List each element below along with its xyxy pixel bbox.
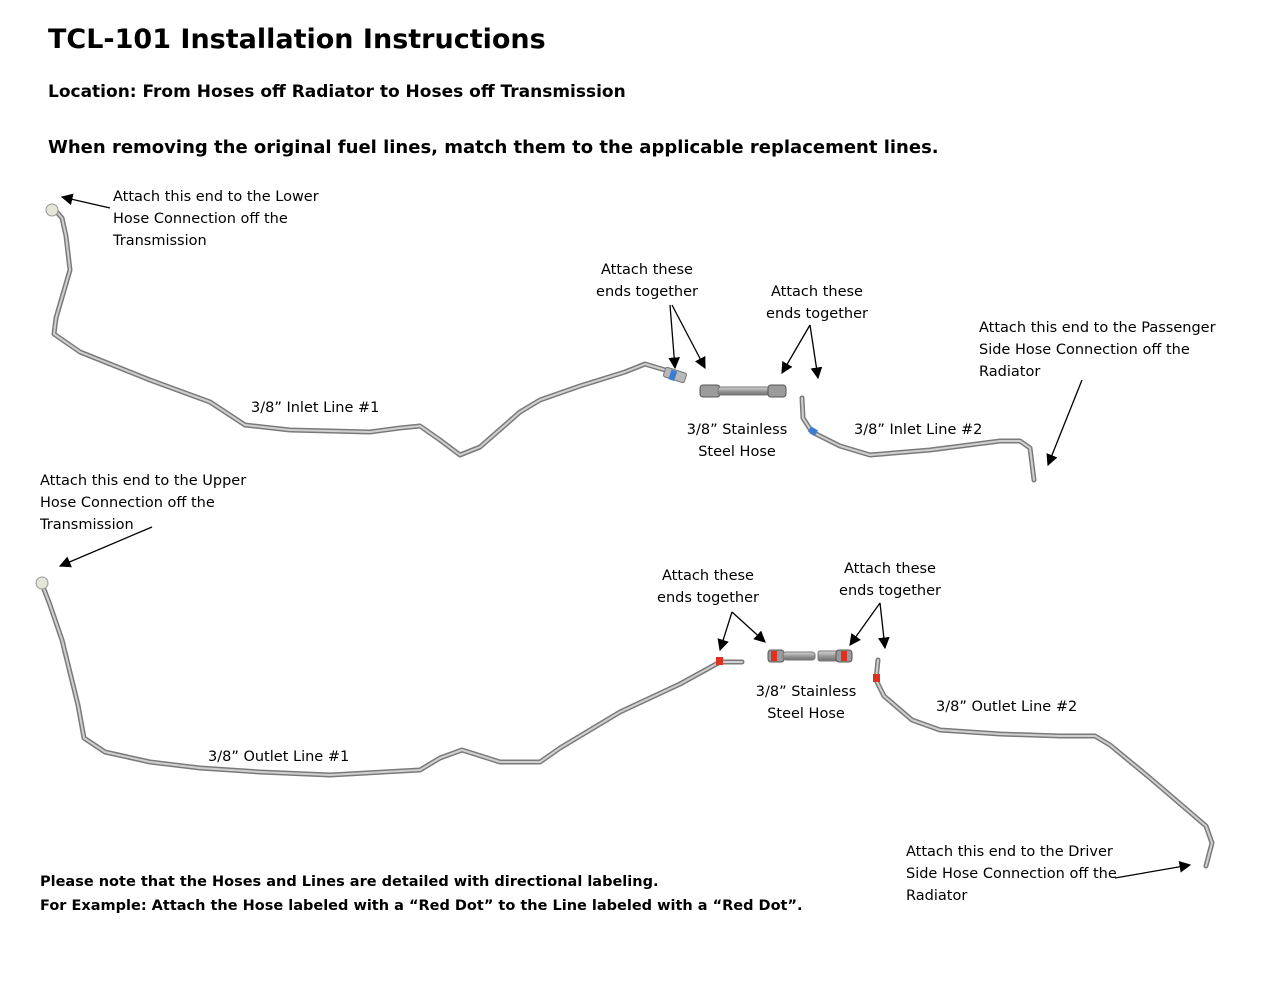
label-outlet-line-1: 3/8” Outlet Line #1	[208, 749, 350, 765]
label-inlet-line-2: 3/8” Inlet Line #2	[854, 422, 983, 438]
arrow-together-right-a	[781, 324, 811, 375]
arrow-together-right-d	[878, 602, 890, 650]
callout-attach-together-4: Attach these ends together	[839, 561, 941, 599]
note-line-2: For Example: Attach the Hose labeled wit…	[40, 898, 803, 914]
arrow-together-left-b	[671, 304, 706, 370]
outlet-line-1-marker	[716, 657, 723, 665]
outlet-line-2-tube	[873, 657, 1215, 869]
label-outlet-stainless-hose: 3/8” Stainless Steel Hose	[755, 684, 857, 722]
arrow-lower-transmission	[60, 193, 111, 209]
label-inlet-stainless-hose: 3/8” Stainless Steel Hose	[686, 422, 788, 460]
arrow-together-left-c	[717, 611, 733, 652]
arrow-together-left-d	[731, 611, 766, 643]
inlet-line-1-end-fitting	[663, 366, 687, 384]
outlet-line-2-marker	[873, 674, 880, 682]
inlet-line-2-tube	[799, 395, 1037, 483]
instruction-text: When removing the original fuel lines, m…	[48, 137, 939, 158]
label-inlet-line-1: 3/8” Inlet Line #1	[251, 400, 380, 416]
outlet-line-1-fitting	[35, 576, 49, 590]
callout-attach-together-1: Attach these ends together	[596, 262, 698, 300]
outlet-stainless-hose	[767, 649, 853, 663]
callout-passenger-radiator: Attach this end to the Passenger Side Ho…	[979, 320, 1216, 380]
label-outlet-line-2: 3/8” Outlet Line #2	[936, 699, 1078, 715]
inlet-stainless-hose	[699, 384, 787, 398]
arrow-upper-transmission	[58, 526, 153, 568]
inlet-line-1-fitting	[45, 203, 59, 217]
callout-attach-together-3: Attach these ends together	[657, 568, 759, 606]
callout-upper-transmission: Attach this end to the Upper Hose Connec…	[40, 473, 247, 533]
callout-lower-transmission: Attach this end to the Lower Hose Connec…	[113, 189, 319, 249]
inlet-line-2-marker	[808, 426, 818, 436]
page-title: TCL-101 Installation Instructions	[48, 24, 546, 55]
outlet-line-1-tube	[39, 581, 745, 778]
arrow-together-right-c	[849, 602, 881, 646]
arrow-together-left-a	[668, 304, 680, 370]
arrow-driver-radiator	[1114, 861, 1192, 879]
location-text: Location: From Hoses off Radiator to Hos…	[48, 82, 626, 102]
callout-attach-together-2: Attach these ends together	[766, 284, 868, 322]
callout-driver-radiator: Attach this end to the Driver Side Hose …	[906, 844, 1117, 904]
arrow-together-right-b	[809, 324, 823, 380]
inlet-line-1-tube	[51, 207, 683, 458]
arrow-passenger-radiator	[1046, 379, 1083, 467]
note-line-1: Please note that the Hoses and Lines are…	[40, 874, 659, 890]
